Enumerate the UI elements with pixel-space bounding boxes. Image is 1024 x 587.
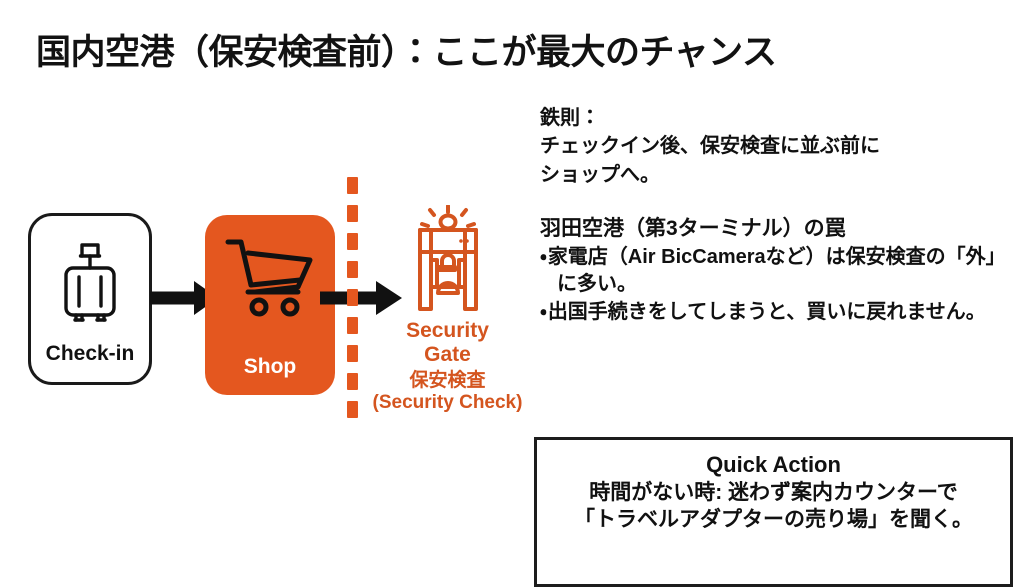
security-gate-label-en: Security Gate [360,319,535,366]
haneda-trap-heading: 羽田空港（第3ターミナル）の罠 [540,217,846,241]
flow-node-security-gate: Security Gate 保安検査 (Security Check) [360,205,535,414]
right-arrow-icon [150,278,218,318]
flow-diagram: Check-in Shop [0,160,540,460]
vertical-dashed-line-icon [347,177,358,431]
list-item: ・出国手続きをしてしまうと、買いに戻れません。 [540,299,1020,326]
golden-rule-block: 鉄則： チェックイン後、保安検査に並ぶ前に ショップへ。 [540,104,1020,189]
haneda-trap-block: 羽田空港（第3ターミナル）の罠 ・家電店（Air BicCameraなど）は保安… [540,215,1020,326]
list-item-text: 出国手続きをしてしまうと、買いに戻れません。 [547,301,986,324]
security-gate-label-en-line1: Security [406,319,489,342]
quick-action-line-2: 「トラベルアダプターの売り場」を聞く。 [574,508,973,532]
bullet-glyph: ・ [540,301,547,324]
flow-node-label-shop: Shop [243,355,297,378]
page-title: 国内空港（保安検査前）：ここが最大のチャンス [36,33,777,72]
bullet-glyph: ・ [540,246,547,269]
security-gate-label-en-line2: Gate [424,342,471,366]
golden-rule-line-3: ショップへ。 [540,163,660,186]
flow-node-shop: Shop [205,215,335,395]
shopping-cart-icon [205,235,335,321]
security-gate-icon [360,205,535,315]
right-text-column: 鉄則： チェックイン後、保安検査に並ぶ前に ショップへ。 羽田空港（第3ターミナ… [540,104,1020,326]
list-item: ・家電店（Air BicCameraなど）は保安検査の「外」に多い。 [540,244,1020,298]
flow-node-check-in: Check-in [28,213,152,385]
golden-rule-line-1: 鉄則： [540,107,600,129]
suitcase-icon [31,236,149,332]
haneda-trap-list: ・家電店（Air BicCameraなど）は保安検査の「外」に多い。 ・出国手続… [540,244,1020,326]
golden-rule-line-2: チェックイン後、保安検査に並ぶ前に [540,135,880,158]
right-arrow-icon [320,278,402,318]
security-gate-label-jp: 保安検査 (Security Check) [360,370,535,414]
security-gate-label-jp-main: 保安検査 [409,370,486,392]
security-gate-label-jp-sub: (Security Check) [372,391,523,413]
quick-action-line-1: 時間がない時: 迷わず案内カウンターで [589,480,958,504]
quick-action-title: Quick Action [706,452,841,477]
quick-action-box: Quick Action 時間がない時: 迷わず案内カウンターで 「トラベルアダ… [534,437,1013,587]
flow-node-label-check-in: Check-in [45,342,135,365]
list-item-text: 家電店（Air BicCameraなど）は保安検査の「外」に多い。 [547,246,1006,296]
